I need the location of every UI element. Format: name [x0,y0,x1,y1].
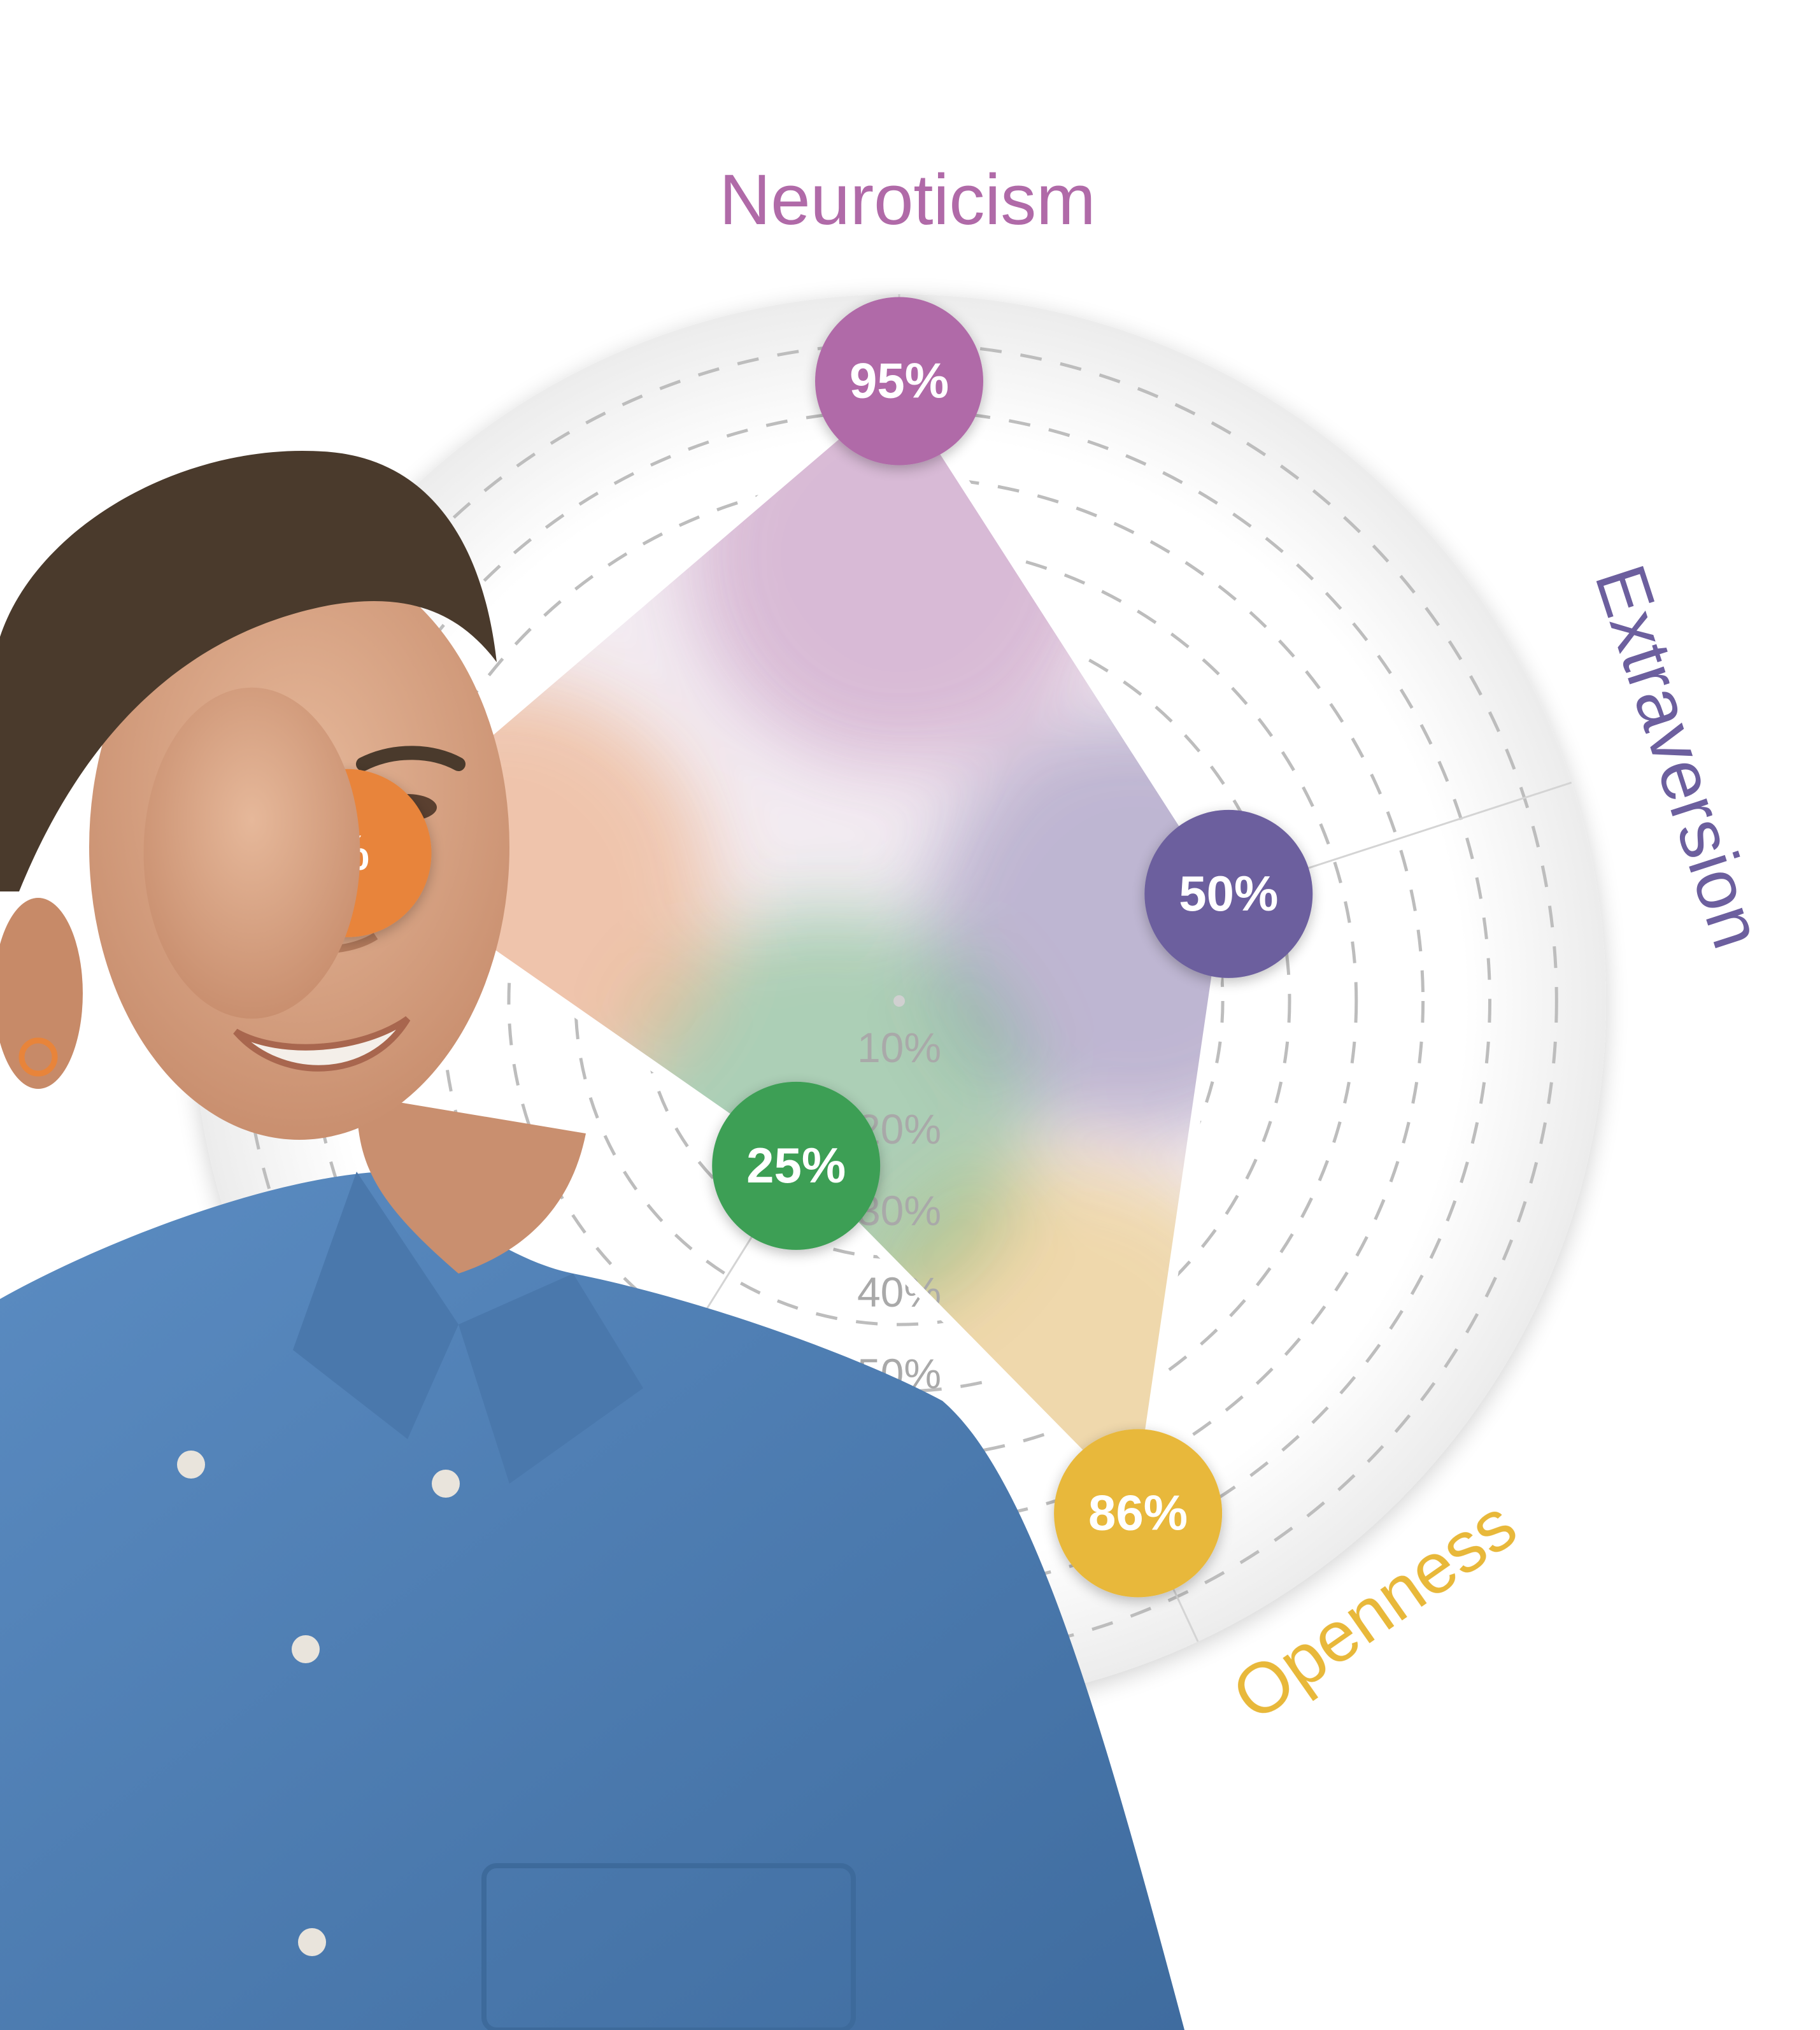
person-smile [233,1016,411,1072]
chart-value-markers: 95%50%86%25%% [18,297,1313,1598]
person-earring [18,1037,58,1077]
person-shirt-button [177,1451,205,1479]
value-marker-dot [712,1081,881,1250]
axis-label-extraversion: Extraversion [1580,556,1778,958]
person-shirt-button [292,1635,320,1663]
person-hair [0,450,497,891]
value-marker-label: 50% [1179,865,1278,921]
axis-label-neuroticism: Neuroticism [719,160,1095,239]
person-shirt-button [298,1928,326,1956]
chart-center-dot [893,995,905,1007]
person-shirt-button [432,1470,460,1498]
value-marker: 50% [1144,809,1313,978]
person-collar-right [459,1274,643,1484]
person-ear [0,898,83,1089]
value-marker-label: 95% [850,353,949,409]
person-face-overlap [18,687,360,1077]
person-neck [357,1095,586,1274]
value-marker-dot [815,297,983,465]
person-cheek [143,687,360,1019]
person-shirt [0,1172,1184,2030]
ring-tick-label: 10% [857,1024,941,1071]
value-marker: 86% [1054,1429,1223,1598]
value-marker-dot [1054,1429,1223,1598]
person-shirt-pocket [481,1863,856,2030]
value-marker: 95% [815,297,983,465]
person-eyebrow-right [356,746,466,771]
value-marker-label: 86% [1088,1484,1188,1540]
person-collar-left [293,1172,459,1439]
value-marker-dot [1144,809,1313,978]
chart-area-tint [926,714,1229,1134]
value-marker-label: 25% [746,1137,846,1193]
value-marker: 25% [712,1081,881,1250]
